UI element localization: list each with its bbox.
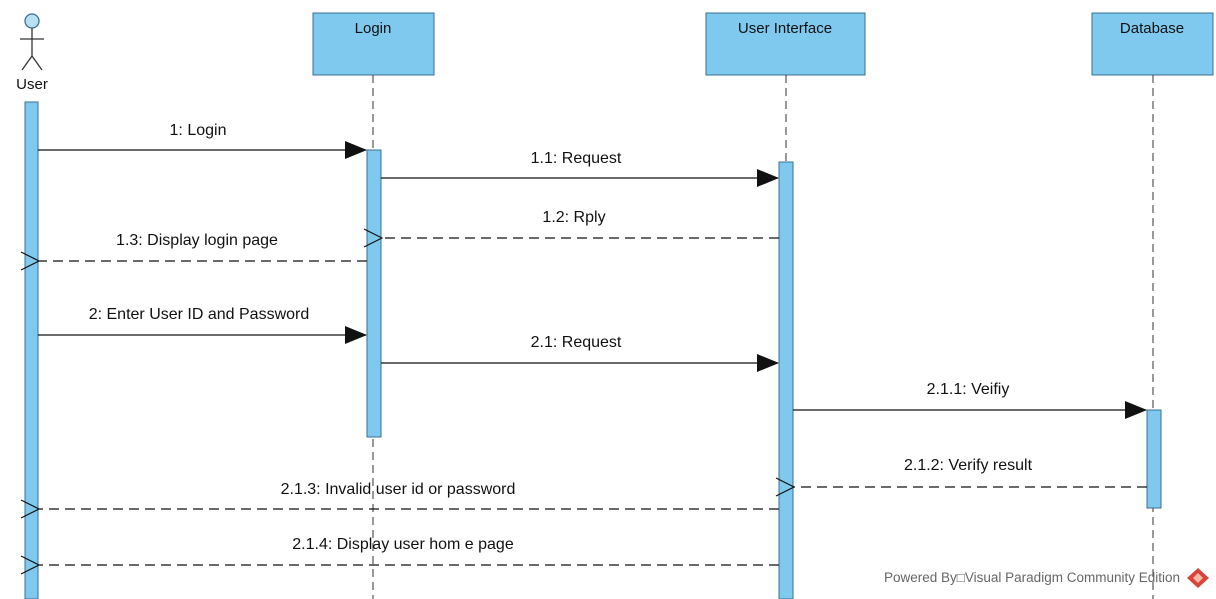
actor-leg-left (21, 55, 33, 71)
lifeline-ui: User Interface (705, 12, 866, 599)
message-label: 2.1.3: Invalid user id or password (281, 481, 516, 498)
lifeline-login-label: Login (355, 20, 392, 37)
watermark-text: Powered By□Visual Paradigm Community Edi… (884, 570, 1180, 585)
message-label: 1: Login (170, 122, 227, 139)
message-label: 2.1.4: Display user hom e page (292, 536, 514, 553)
message-2-enter-credentials: 2: Enter User ID and Password (38, 306, 367, 344)
watermark: Powered By□Visual Paradigm Community Edi… (884, 568, 1209, 588)
lifeline-ui-box (705, 12, 866, 76)
message-2-1-request: 2.1: Request (381, 334, 779, 372)
lifeline-db: Database (1091, 12, 1214, 599)
message-label: 1.3: Display login page (116, 232, 278, 249)
message-label: 1.2: Rply (542, 209, 605, 226)
lifeline-db-label: Database (1120, 20, 1184, 37)
activation-db (1146, 409, 1162, 509)
actor-user: User (16, 13, 48, 93)
message-1-2-reply: 1.2: Rply (363, 209, 779, 248)
lifeline-login: Login (312, 12, 435, 599)
message-label: 2.1.1: Veifiy (927, 381, 1010, 398)
message-2-1-2-verify-result: 2.1.2: Verify result (775, 457, 1147, 497)
activation-login (366, 149, 382, 438)
actor-leg-right (31, 55, 43, 71)
activation-ui (778, 161, 794, 599)
actor-head-icon (24, 13, 40, 29)
message-label: 1.1: Request (531, 150, 622, 167)
message-2-1-1-verify: 2.1.1: Veifiy (793, 381, 1147, 419)
lifeline-login-box (312, 12, 435, 76)
message-1-1-request: 1.1: Request (381, 150, 779, 187)
message-2-1-4-display-home: 2.1.4: Display user hom e page (20, 536, 779, 575)
message-1-3-display-login-page: 1.3: Display login page (20, 232, 367, 271)
message-2-1-3-invalid: 2.1.3: Invalid user id or password (20, 481, 779, 519)
message-label: 2.1.2: Verify result (904, 457, 1033, 474)
message-label: 2: Enter User ID and Password (89, 306, 310, 323)
message-1-login: 1: Login (38, 122, 367, 159)
lifeline-ui-label: User Interface (738, 20, 832, 37)
message-label: 2.1: Request (531, 334, 622, 351)
actor-label: User (16, 76, 48, 93)
lifeline-db-box (1091, 12, 1214, 76)
activation-user (24, 101, 39, 599)
